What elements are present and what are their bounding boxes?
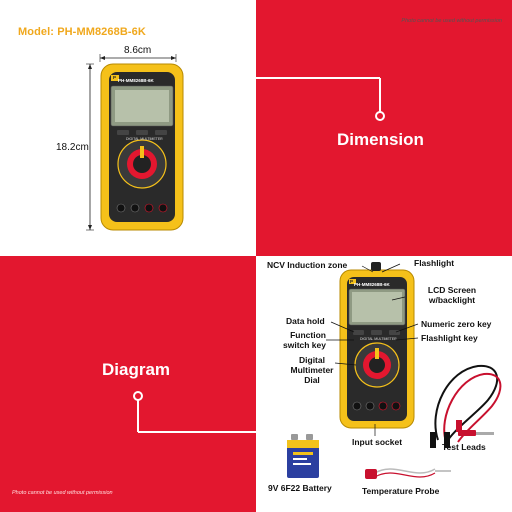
dimension-title: Dimension <box>337 130 424 149</box>
brand-logo-top: P <box>113 75 117 80</box>
callout-dial: Digital Multimeter Dial <box>290 355 334 385</box>
callout-test-leads: Test Leads <box>442 442 486 452</box>
device-subtitle-top: DIGITAL MULTIMETER <box>126 137 163 141</box>
callout-temperature-probe: Temperature Probe <box>362 486 440 496</box>
top-right-panel <box>256 0 512 256</box>
model-title: Model: PH-MM8268B-6K <box>18 26 146 38</box>
device-model-top: PH-MM8268B-6K <box>118 78 154 83</box>
battery-icon <box>287 434 319 478</box>
callout-data-hold: Data hold <box>286 316 325 326</box>
callout-numeric-zero: Numeric zero key <box>421 319 492 329</box>
callout-flashlight: Flashlight <box>414 258 455 268</box>
brand-logo-bottom: P <box>350 279 354 284</box>
callout-ncv: NCV Induction zone <box>267 260 348 270</box>
device-subtitle-bottom: DIGITAL MULTIMETER <box>360 337 397 341</box>
multimeter-top <box>100 63 184 231</box>
test-leads-icon <box>430 364 502 448</box>
diagram-title: Diagram <box>102 360 171 379</box>
temperature-probe-icon <box>365 468 451 479</box>
bottom-left-panel <box>0 256 256 512</box>
callout-flashlight-key: Flashlight key <box>421 333 478 343</box>
width-label: 8.6cm <box>124 45 152 56</box>
callout-input-socket: Input socket <box>352 437 403 447</box>
callout-battery: 9V 6F22 Battery <box>268 483 332 493</box>
callout-lcd: LCD Screen w/backlight <box>427 285 477 305</box>
height-label: 18.2cm <box>56 142 89 153</box>
watermark-bottom: Photo cannot be used without permission <box>12 490 113 496</box>
callout-function-key: Function switch key <box>283 330 326 350</box>
multimeter-bottom <box>339 262 415 429</box>
device-model-bottom: PH-MM8268B-6K <box>354 282 390 287</box>
watermark-top: Photo cannot be used without permission <box>401 18 502 24</box>
